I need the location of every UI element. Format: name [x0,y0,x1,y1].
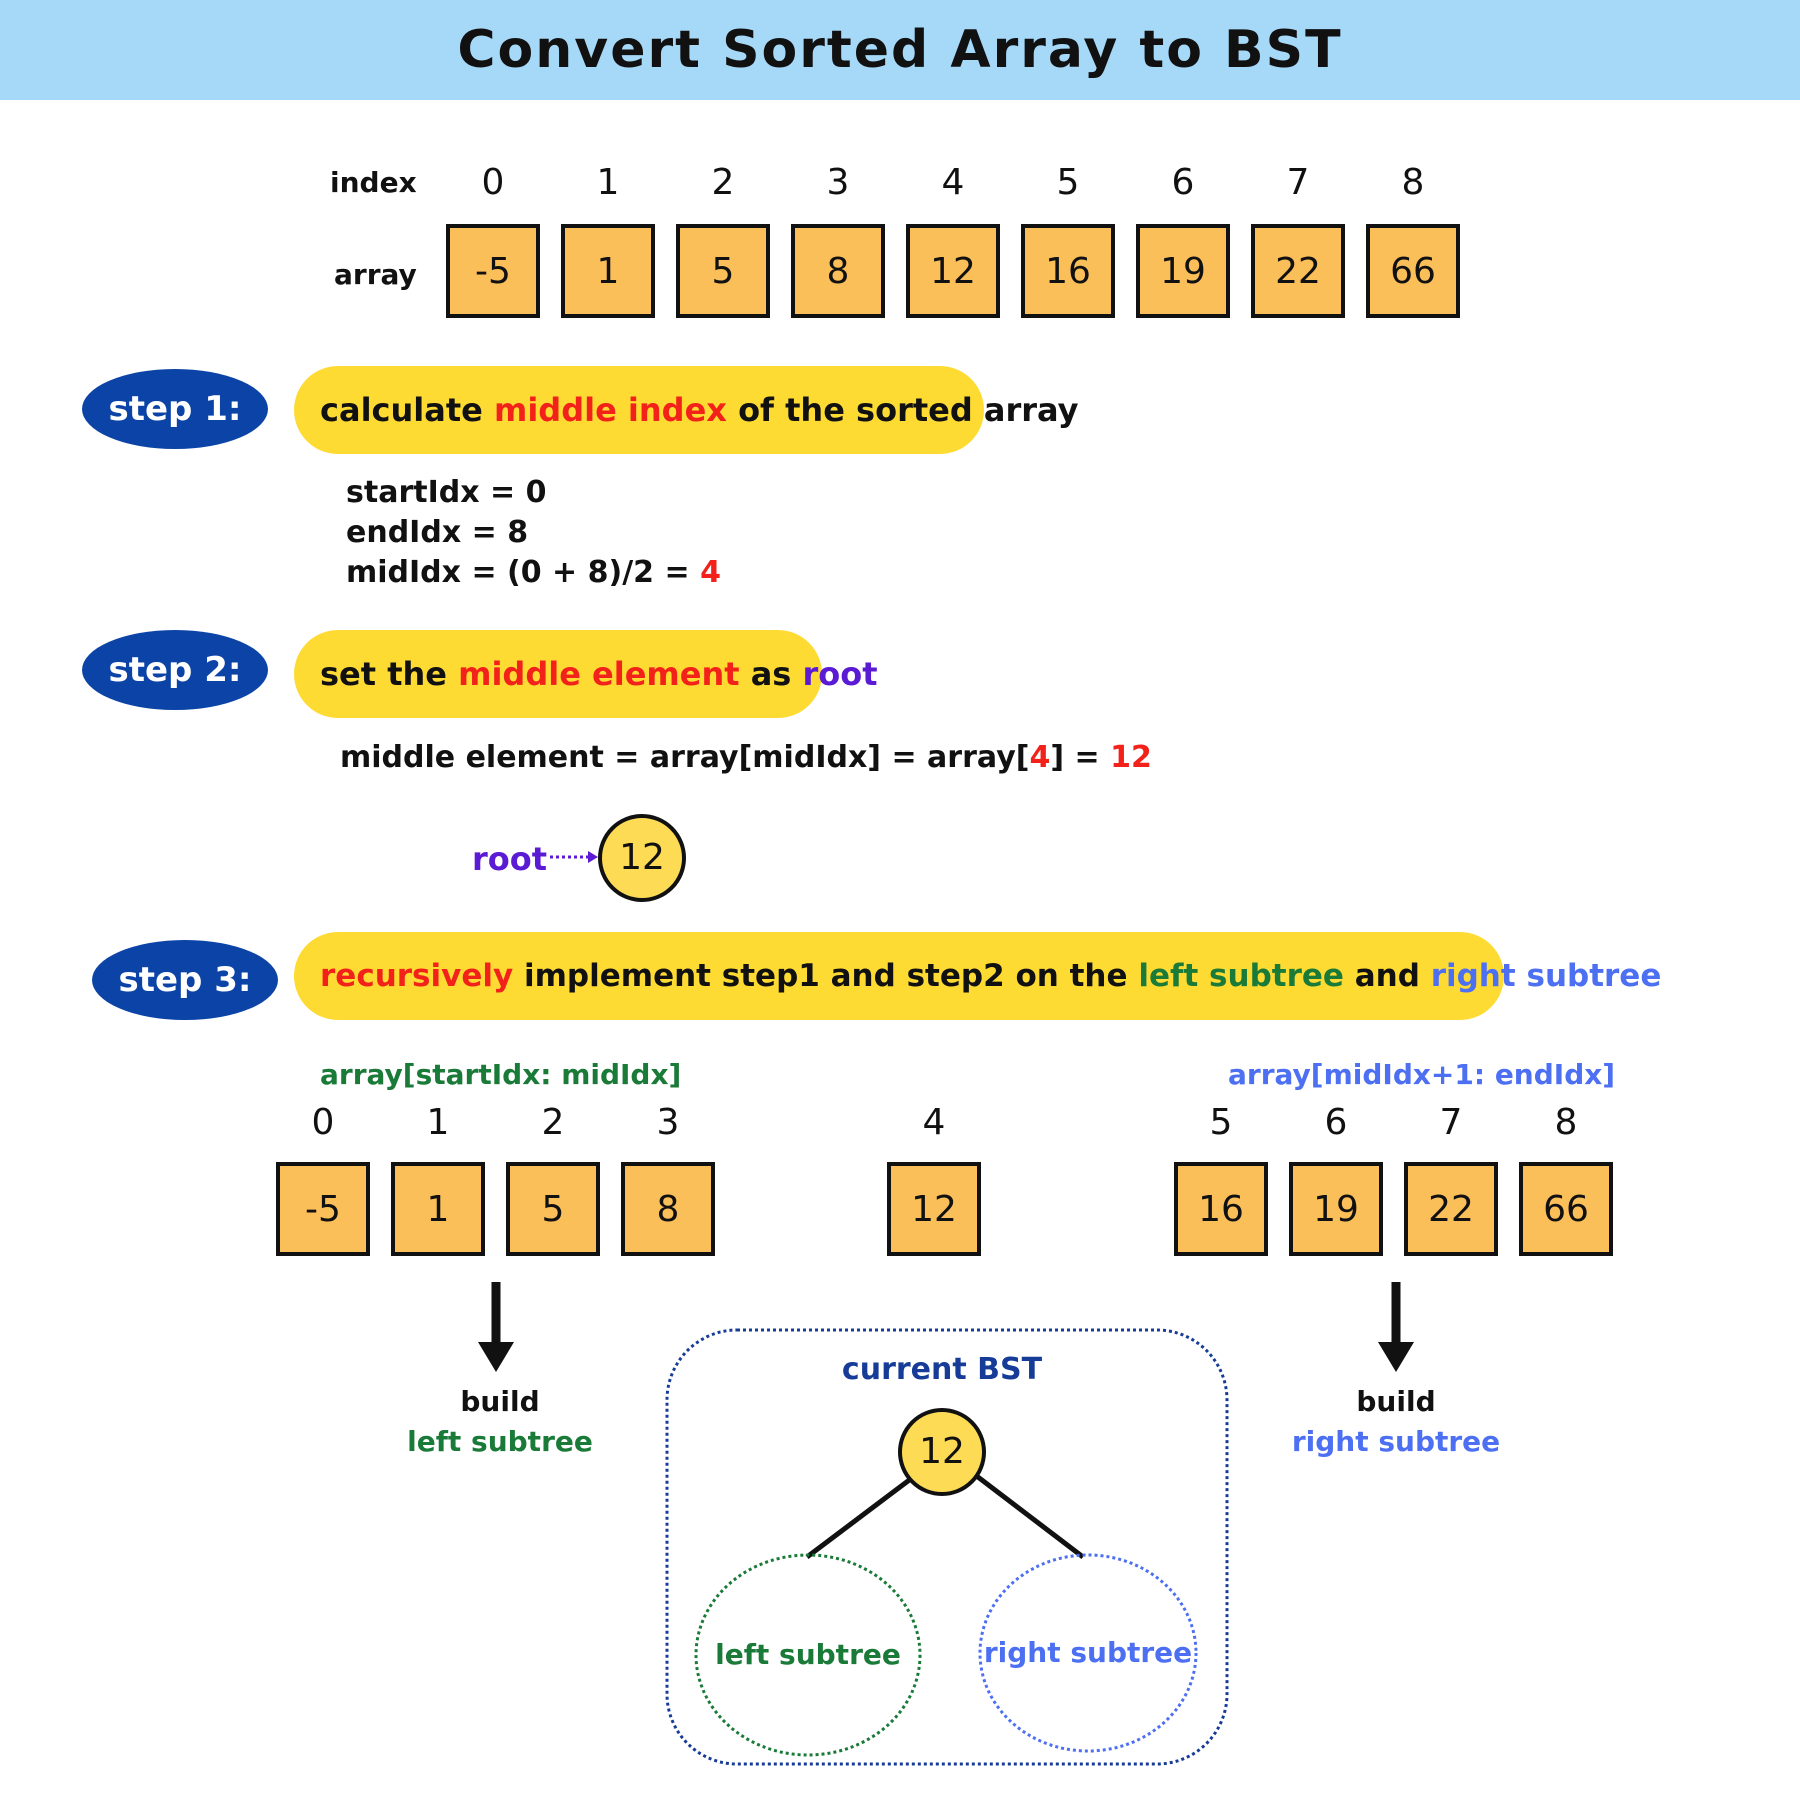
step1-badge: step 1: [82,369,268,449]
left-index-label: 3 [656,1102,680,1143]
step2-text-root: root [802,655,878,693]
build-left-line2: left subtree [407,1425,593,1458]
root-node: 12 [598,814,686,902]
array-cell: 12 [906,224,1000,318]
step1-end-line: endIdx = 8 [346,515,529,550]
title-banner [0,0,1800,100]
step2-badge: step 2: [82,630,268,710]
mid-array-cell: 12 [887,1162,981,1256]
step2-text-a: set the [320,655,459,693]
bst-right-subtree-label: right subtree [983,1636,1193,1669]
step1-start-line: startIdx = 0 [346,475,547,510]
bst-root-node: 12 [898,1408,986,1496]
step2-middle-element-line: middle element = array[midIdx] = array[4… [340,740,1152,775]
step1-text-highlight: middle index [493,391,727,429]
right-index-label: 8 [1554,1102,1578,1143]
step1-mid-line: midIdx = (0 + 8)/2 = 4 [346,555,721,590]
step2-line-prefix: middle element = array[midIdx] = array[ [340,740,1030,775]
array-index-label: 2 [711,162,735,203]
array-index-label: 3 [826,162,850,203]
build-right-arrow [1378,1282,1414,1372]
left-index-label: 0 [311,1102,335,1143]
array-cell: 66 [1366,224,1460,318]
bst-left-edge [805,1476,914,1559]
right-array-cell: 66 [1519,1162,1613,1256]
step2-text-b: as [739,655,803,693]
step3-text-b: and [1343,958,1431,994]
right-array-cell: 19 [1289,1162,1383,1256]
step2-line-value: 12 [1110,740,1152,775]
array-cell: 16 [1021,224,1115,318]
right-index-label: 6 [1324,1102,1348,1143]
step2-line-index: 4 [1029,740,1051,775]
right-range-label: array[midIdx+1: endIdx] [1228,1058,1616,1091]
array-cell: 1 [561,224,655,318]
left-array-cell: 5 [506,1162,600,1256]
array-cell: -5 [446,224,540,318]
index-row-label: index [330,166,417,199]
step3-text-left: left subtree [1138,958,1344,994]
step1-mid-formula: midIdx = (0 + 8)/2 = [346,555,701,590]
bst-right-edge [972,1472,1085,1559]
step1-text-a: calculate [320,391,494,429]
build-right-line2: right subtree [1291,1425,1501,1458]
build-left-arrow [478,1282,514,1372]
right-index-label: 5 [1209,1102,1233,1143]
right-array-cell: 16 [1174,1162,1268,1256]
right-array-cell: 22 [1404,1162,1498,1256]
left-index-label: 2 [541,1102,565,1143]
step3-text-right: right subtree [1430,958,1662,994]
array-cell: 8 [791,224,885,318]
bst-right-subtree-circle [978,1553,1198,1753]
step2-instruction: set the middle element as root [294,630,878,718]
array-cell: 22 [1251,224,1345,318]
left-range-label: array[startIdx: midIdx] [320,1058,682,1091]
array-cell: 19 [1136,224,1230,318]
step1-instruction: calculate middle index of the sorted arr… [294,366,1079,454]
array-cell: 5 [676,224,770,318]
array-index-label: 8 [1401,162,1425,203]
build-right-line1: build [1356,1385,1436,1418]
step1-text-b: of the sorted array [726,391,1079,429]
step1-mid-result: 4 [700,555,721,590]
array-index-label: 6 [1171,162,1195,203]
left-array-cell: 1 [391,1162,485,1256]
root-pointer-arrow [550,851,598,863]
step2-line-mid: ] = [1050,740,1111,775]
array-index-label: 7 [1286,162,1310,203]
step3-text-recursively: recursively [320,958,514,994]
root-label: root [472,840,548,878]
bst-left-subtree-label: left subtree [715,1638,901,1671]
left-array-cell: -5 [276,1162,370,1256]
array-index-label: 0 [481,162,505,203]
right-index-label: 7 [1439,1102,1463,1143]
step3-badge: step 3: [92,940,278,1020]
build-left-line1: build [460,1385,540,1418]
bst-left-subtree-circle [694,1553,922,1757]
step3-text-a: implement step1 and step2 on the [513,958,1139,994]
step2-text-highlight: middle element [458,655,740,693]
array-row-label: array [334,258,417,291]
array-index-label: 5 [1056,162,1080,203]
current-bst-frame [665,1328,1229,1766]
array-index-label: 4 [941,162,965,203]
step3-instruction: recursively implement step1 and step2 on… [294,932,1661,1020]
left-array-cell: 8 [621,1162,715,1256]
mid-index-label: 4 [922,1102,946,1143]
left-index-label: 1 [426,1102,450,1143]
page-title: Convert Sorted Array to BST [457,20,1343,80]
current-bst-title: current BST [841,1352,1043,1387]
array-index-label: 1 [596,162,620,203]
